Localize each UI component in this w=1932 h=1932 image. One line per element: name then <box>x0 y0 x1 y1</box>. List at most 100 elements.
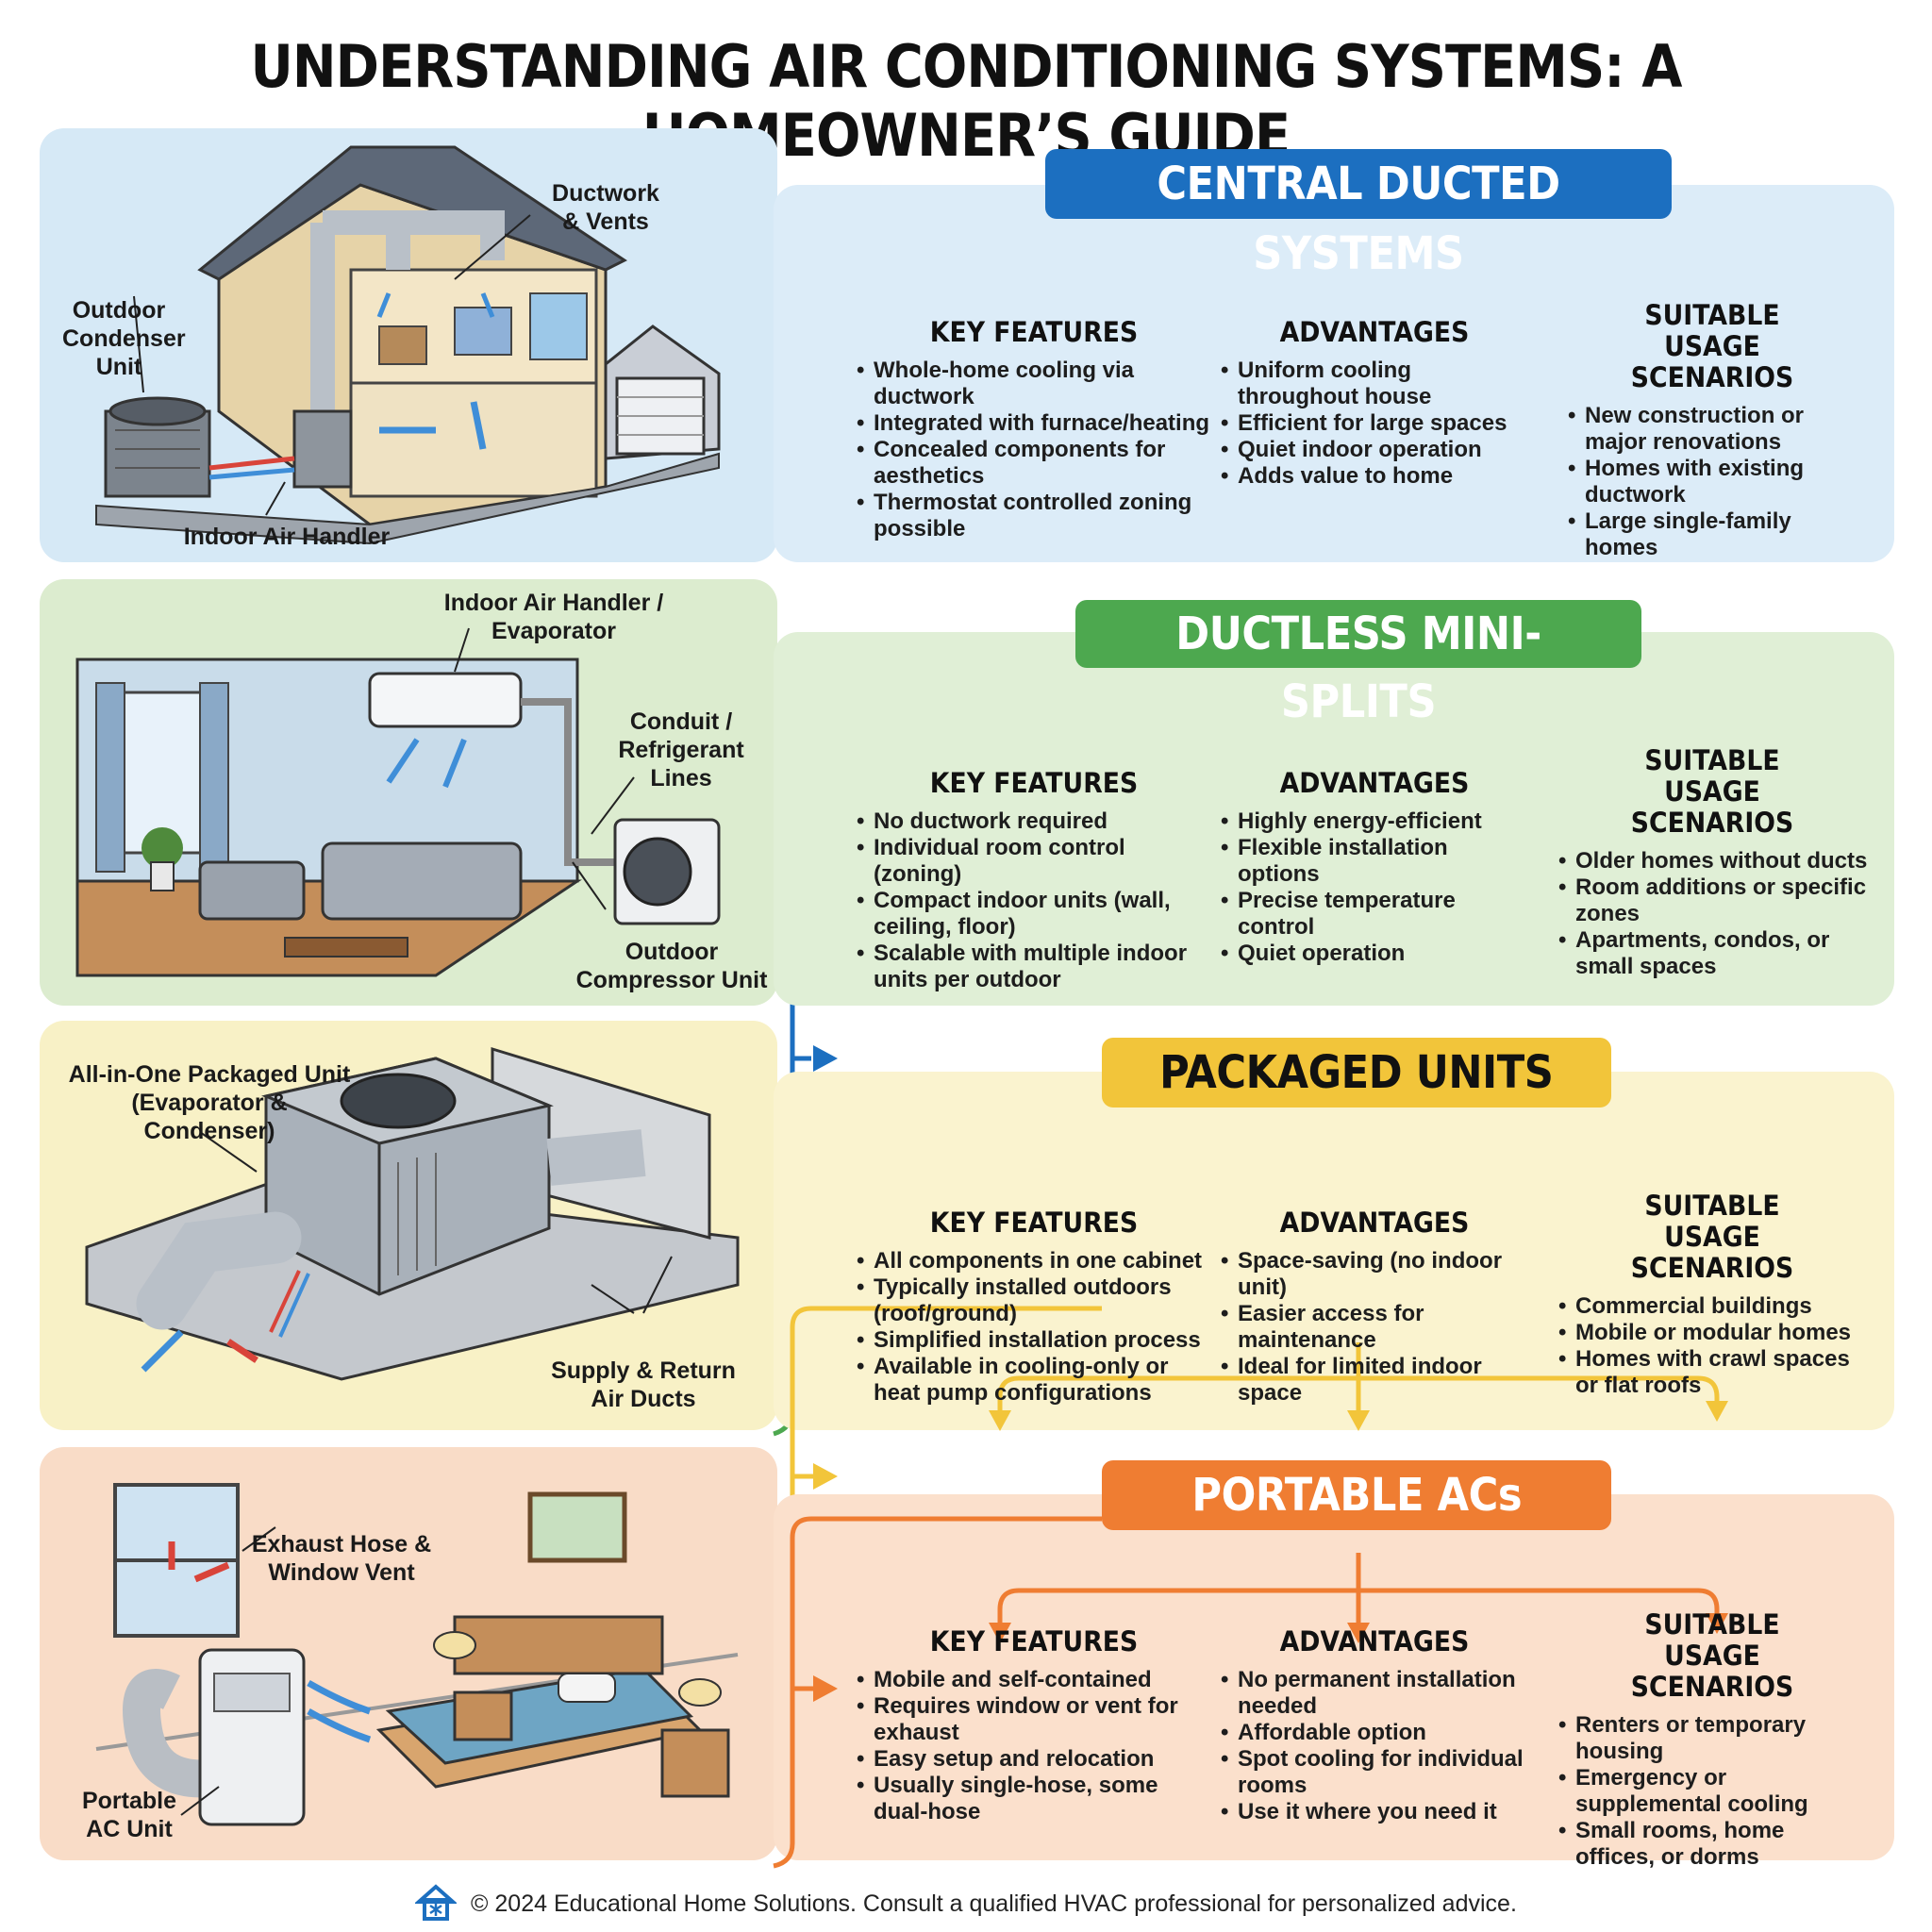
list-item: Renters or temporary housing <box>1557 1712 1868 1765</box>
list-item: Uniform cooling throughout house <box>1219 358 1530 410</box>
col-advantages: ADVANTAGES Space-saving (no indoor unit)… <box>1219 1208 1530 1407</box>
col-title-advantages: ADVANTAGES <box>1279 1207 1470 1239</box>
scenarios-list: Commercial buildings Mobile or modular h… <box>1557 1293 1868 1399</box>
illustration-panel: Indoor Air Handler / Evaporator Conduit … <box>40 579 777 1006</box>
features-list: All components in one cabinet Typically … <box>855 1248 1213 1407</box>
heading-ductless: DUCTLESS MINI-SPLITS <box>1075 600 1641 728</box>
list-item: Small rooms, home offices, or dorms <box>1557 1818 1868 1871</box>
list-item: Apartments, condos, or small spaces <box>1557 927 1868 980</box>
scenarios-list: Renters or temporary housing Emergency o… <box>1557 1712 1868 1871</box>
advantages-list: No permanent installation needed Afforda… <box>1219 1667 1530 1825</box>
col-title-advantages: ADVANTAGES <box>1279 767 1470 799</box>
col-title-features: KEY FEATURES <box>929 1207 1139 1239</box>
col-key-features: KEY FEATURES Mobile and self-contained R… <box>855 1626 1213 1825</box>
col-advantages: ADVANTAGES No permanent installation nee… <box>1219 1625 1530 1826</box>
col-scenarios: SUITABLE USAGE SCENARIOS Commercial buil… <box>1557 1191 1868 1399</box>
col-title-advantages: ADVANTAGES <box>1279 1625 1470 1657</box>
scenarios-list: Older homes without ducts Room additions… <box>1557 848 1868 980</box>
col-scenarios: SUITABLE USAGE SCENARIOS Renters or temp… <box>1557 1609 1868 1871</box>
col-title-scenarios: SUITABLE USAGE SCENARIOS <box>1630 1190 1794 1284</box>
list-item: Older homes without ducts <box>1557 848 1868 874</box>
callout-outdoor-compressor: Outdoor Compressor Unit <box>575 939 768 993</box>
callout-portable-ac-unit: Portable AC Unit <box>81 1788 177 1842</box>
list-item: Affordable option <box>1219 1720 1530 1746</box>
list-item: Compact indoor units (wall, ceiling, flo… <box>855 888 1213 941</box>
callout-conduit-lines: Conduit / Refrigerant Lines <box>618 708 744 791</box>
list-item: Concealed components for aesthetics <box>855 437 1213 490</box>
packaged-unit-illustration <box>85 1046 740 1381</box>
col-title-features: KEY FEATURES <box>929 1625 1139 1657</box>
col-title-advantages: ADVANTAGES <box>1279 316 1470 348</box>
col-advantages: ADVANTAGES Highly energy-efficient Flexi… <box>1219 767 1530 968</box>
list-item: Precise temperature control <box>1219 888 1530 941</box>
heading-packaged-units: PACKAGED UNITS <box>1102 1038 1611 1108</box>
col-key-features: KEY FEATURES No ductwork required Indivi… <box>855 768 1213 993</box>
page-title: UNDERSTANDING AIR CONDITIONING SYSTEMS: … <box>250 32 1682 170</box>
heading-central-ducted: CENTRAL DUCTED SYSTEMS <box>1045 149 1672 280</box>
callout-exhaust-hose: Exhaust Hose & Window Vent <box>251 1531 432 1586</box>
col-title-scenarios: SUITABLE USAGE SCENARIOS <box>1630 1608 1794 1703</box>
callout-air-ducts: Supply & Return Air Ducts <box>551 1357 736 1412</box>
list-item: Emergency or supplemental cooling <box>1557 1765 1868 1818</box>
illustration-panel: Ductwork & Vents Outdoor Condenser Unit … <box>40 128 777 562</box>
list-item: No ductwork required <box>855 808 1213 835</box>
footer: © 2024 Educational Home Solutions. Consu… <box>0 1881 1932 1929</box>
callout-packaged-unit: All-in-One Packaged Unit (Evaporator & C… <box>68 1061 351 1144</box>
list-item: Requires window or vent for exhaust <box>855 1693 1213 1746</box>
col-advantages: ADVANTAGES Uniform cooling throughout ho… <box>1219 316 1530 491</box>
illustration-panel: All-in-One Packaged Unit (Evaporator & C… <box>40 1021 777 1430</box>
callout-indoor-air-handler: Indoor Air Handler / Evaporator <box>443 590 664 644</box>
list-item: Typically installed outdoors (roof/groun… <box>855 1274 1213 1327</box>
callout-ductwork: Ductwork & Vents <box>552 180 659 235</box>
list-item: Spot cooling for individual rooms <box>1219 1746 1530 1799</box>
mini-split-illustration <box>75 627 721 977</box>
heading-portable-acs: PORTABLE ACs <box>1102 1460 1611 1530</box>
list-item: New construction or major renovations <box>1566 403 1858 456</box>
list-item: Ideal for limited indoor space <box>1219 1354 1530 1407</box>
list-item: Use it where you need it <box>1219 1799 1530 1825</box>
col-title-features: KEY FEATURES <box>929 316 1139 348</box>
callout-outdoor-condenser: Outdoor Condenser Unit <box>62 297 186 380</box>
advantages-list: Highly energy-efficient Flexible install… <box>1219 808 1530 967</box>
list-item: Homes with existing ductwork <box>1566 456 1858 508</box>
list-item: Individual room control (zoning) <box>855 835 1213 888</box>
list-item: Easier access for maintenance <box>1219 1301 1530 1354</box>
illustration-panel: Exhaust Hose & Window Vent Portable AC U… <box>40 1447 777 1860</box>
advantages-list: Uniform cooling throughout house Efficie… <box>1219 358 1530 490</box>
list-item: Large single-family homes <box>1566 508 1858 561</box>
features-list: No ductwork required Individual room con… <box>855 808 1213 993</box>
list-item: Available in cooling-only or heat pump c… <box>855 1354 1213 1407</box>
features-list: Mobile and self-contained Requires windo… <box>855 1667 1213 1825</box>
advantages-list: Space-saving (no indoor unit) Easier acc… <box>1219 1248 1530 1407</box>
col-scenarios: SUITABLE USAGE SCENARIOS Older homes wit… <box>1557 745 1868 980</box>
col-key-features: KEY FEATURES All components in one cabin… <box>855 1208 1213 1407</box>
list-item: Quiet indoor operation <box>1219 437 1530 463</box>
col-scenarios: SUITABLE USAGE SCENARIOS New constructio… <box>1566 300 1858 561</box>
list-item: Whole-home cooling via ductwork <box>855 358 1213 410</box>
list-item: All components in one cabinet <box>855 1248 1213 1274</box>
list-item: No permanent installation needed <box>1219 1667 1530 1720</box>
list-item: Integrated with furnace/heating <box>855 410 1213 437</box>
list-item: Homes with crawl spaces or flat roofs <box>1557 1346 1868 1399</box>
list-item: Simplified installation process <box>855 1327 1213 1354</box>
list-item: Scalable with multiple indoor units per … <box>855 941 1213 993</box>
col-key-features: KEY FEATURES Whole-home cooling via duct… <box>855 317 1213 542</box>
list-item: Easy setup and relocation <box>855 1746 1213 1773</box>
features-list: Whole-home cooling via ductwork Integrat… <box>855 358 1213 542</box>
list-item: Space-saving (no indoor unit) <box>1219 1248 1530 1301</box>
list-item: Room additions or specific zones <box>1557 874 1868 927</box>
list-item: Efficient for large spaces <box>1219 410 1530 437</box>
house-snowflake-icon <box>413 1881 458 1929</box>
list-item: Adds value to home <box>1219 463 1530 490</box>
list-item: Thermostat controlled zoning possible <box>855 490 1213 542</box>
list-item: Flexible installation options <box>1219 835 1530 888</box>
col-title-scenarios: SUITABLE USAGE SCENARIOS <box>1630 744 1794 839</box>
footer-text: © 2024 Educational Home Solutions. Consu… <box>471 1890 1517 1918</box>
col-title-scenarios: SUITABLE USAGE SCENARIOS <box>1630 299 1794 393</box>
portable-ac-illustration <box>95 1483 739 1826</box>
list-item: Mobile and self-contained <box>855 1667 1213 1693</box>
list-item: Quiet operation <box>1219 941 1530 967</box>
list-item: Mobile or modular homes <box>1557 1320 1868 1346</box>
list-item: Highly energy-efficient <box>1219 808 1530 835</box>
